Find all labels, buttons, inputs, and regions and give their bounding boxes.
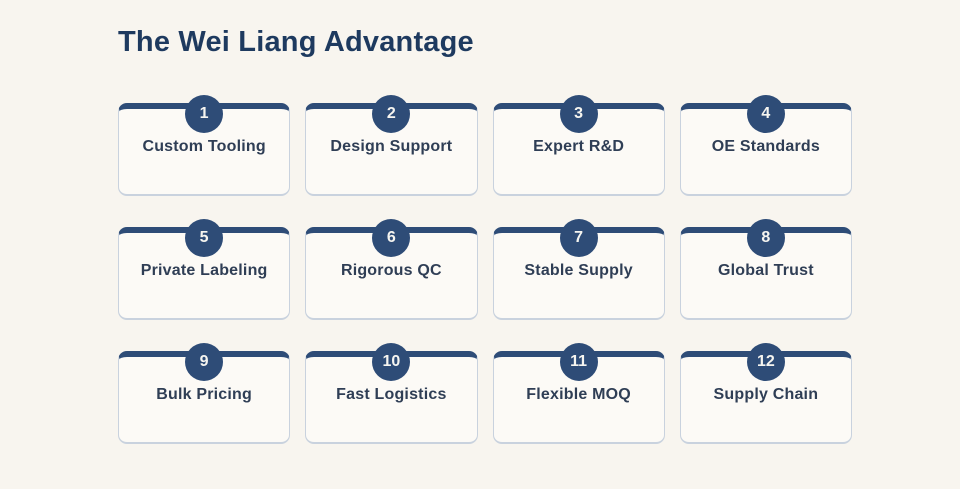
card-label: Supply Chain [713, 385, 819, 403]
card-label: Stable Supply [524, 261, 633, 279]
advantage-card: 5 Private Labeling [118, 219, 291, 321]
page-title: The Wei Liang Advantage [118, 26, 474, 58]
advantage-card: 12 Supply Chain [679, 343, 852, 445]
card-number-badge: 9 [185, 343, 224, 382]
card-label: Fast Logistics [336, 385, 447, 403]
card-number-badge: 6 [372, 219, 411, 258]
card-number-badge: 10 [372, 343, 411, 382]
advantage-section: The Wei Liang Advantage 1 Custom Tooling… [118, 26, 852, 445]
card-number-badge: 3 [559, 95, 598, 134]
advantage-grid: 1 Custom Tooling 2 Design Support 3 Expe… [118, 95, 852, 445]
card-number-badge: 7 [559, 219, 598, 258]
card-label: Expert R&D [533, 137, 625, 155]
advantage-card: 6 Rigorous QC [305, 219, 478, 321]
card-label: Rigorous QC [340, 261, 442, 279]
card-number-badge: 1 [185, 95, 224, 134]
card-number-badge: 4 [746, 95, 785, 134]
advantage-card: 2 Design Support [305, 95, 478, 197]
card-label: Custom Tooling [142, 137, 266, 155]
advantage-card: 10 Fast Logistics [305, 343, 478, 445]
card-number-badge: 2 [372, 95, 411, 134]
card-number-badge: 12 [746, 343, 785, 382]
card-label: Private Labeling [140, 261, 268, 279]
card-label: OE Standards [711, 137, 820, 155]
advantage-card: 7 Stable Supply [492, 219, 665, 321]
advantage-card: 9 Bulk Pricing [118, 343, 291, 445]
card-number-badge: 5 [185, 219, 224, 258]
advantage-card: 1 Custom Tooling [118, 95, 291, 197]
card-label: Flexible MOQ [526, 385, 631, 403]
card-label: Design Support [330, 137, 453, 155]
card-number-badge: 8 [746, 219, 785, 258]
card-label: Bulk Pricing [156, 385, 252, 403]
advantage-card: 8 Global Trust [679, 219, 852, 321]
card-number-badge: 11 [559, 343, 598, 382]
advantage-card: 4 OE Standards [679, 95, 852, 197]
advantage-card: 11 Flexible MOQ [492, 343, 665, 445]
card-label: Global Trust [718, 261, 814, 279]
advantage-card: 3 Expert R&D [492, 95, 665, 197]
